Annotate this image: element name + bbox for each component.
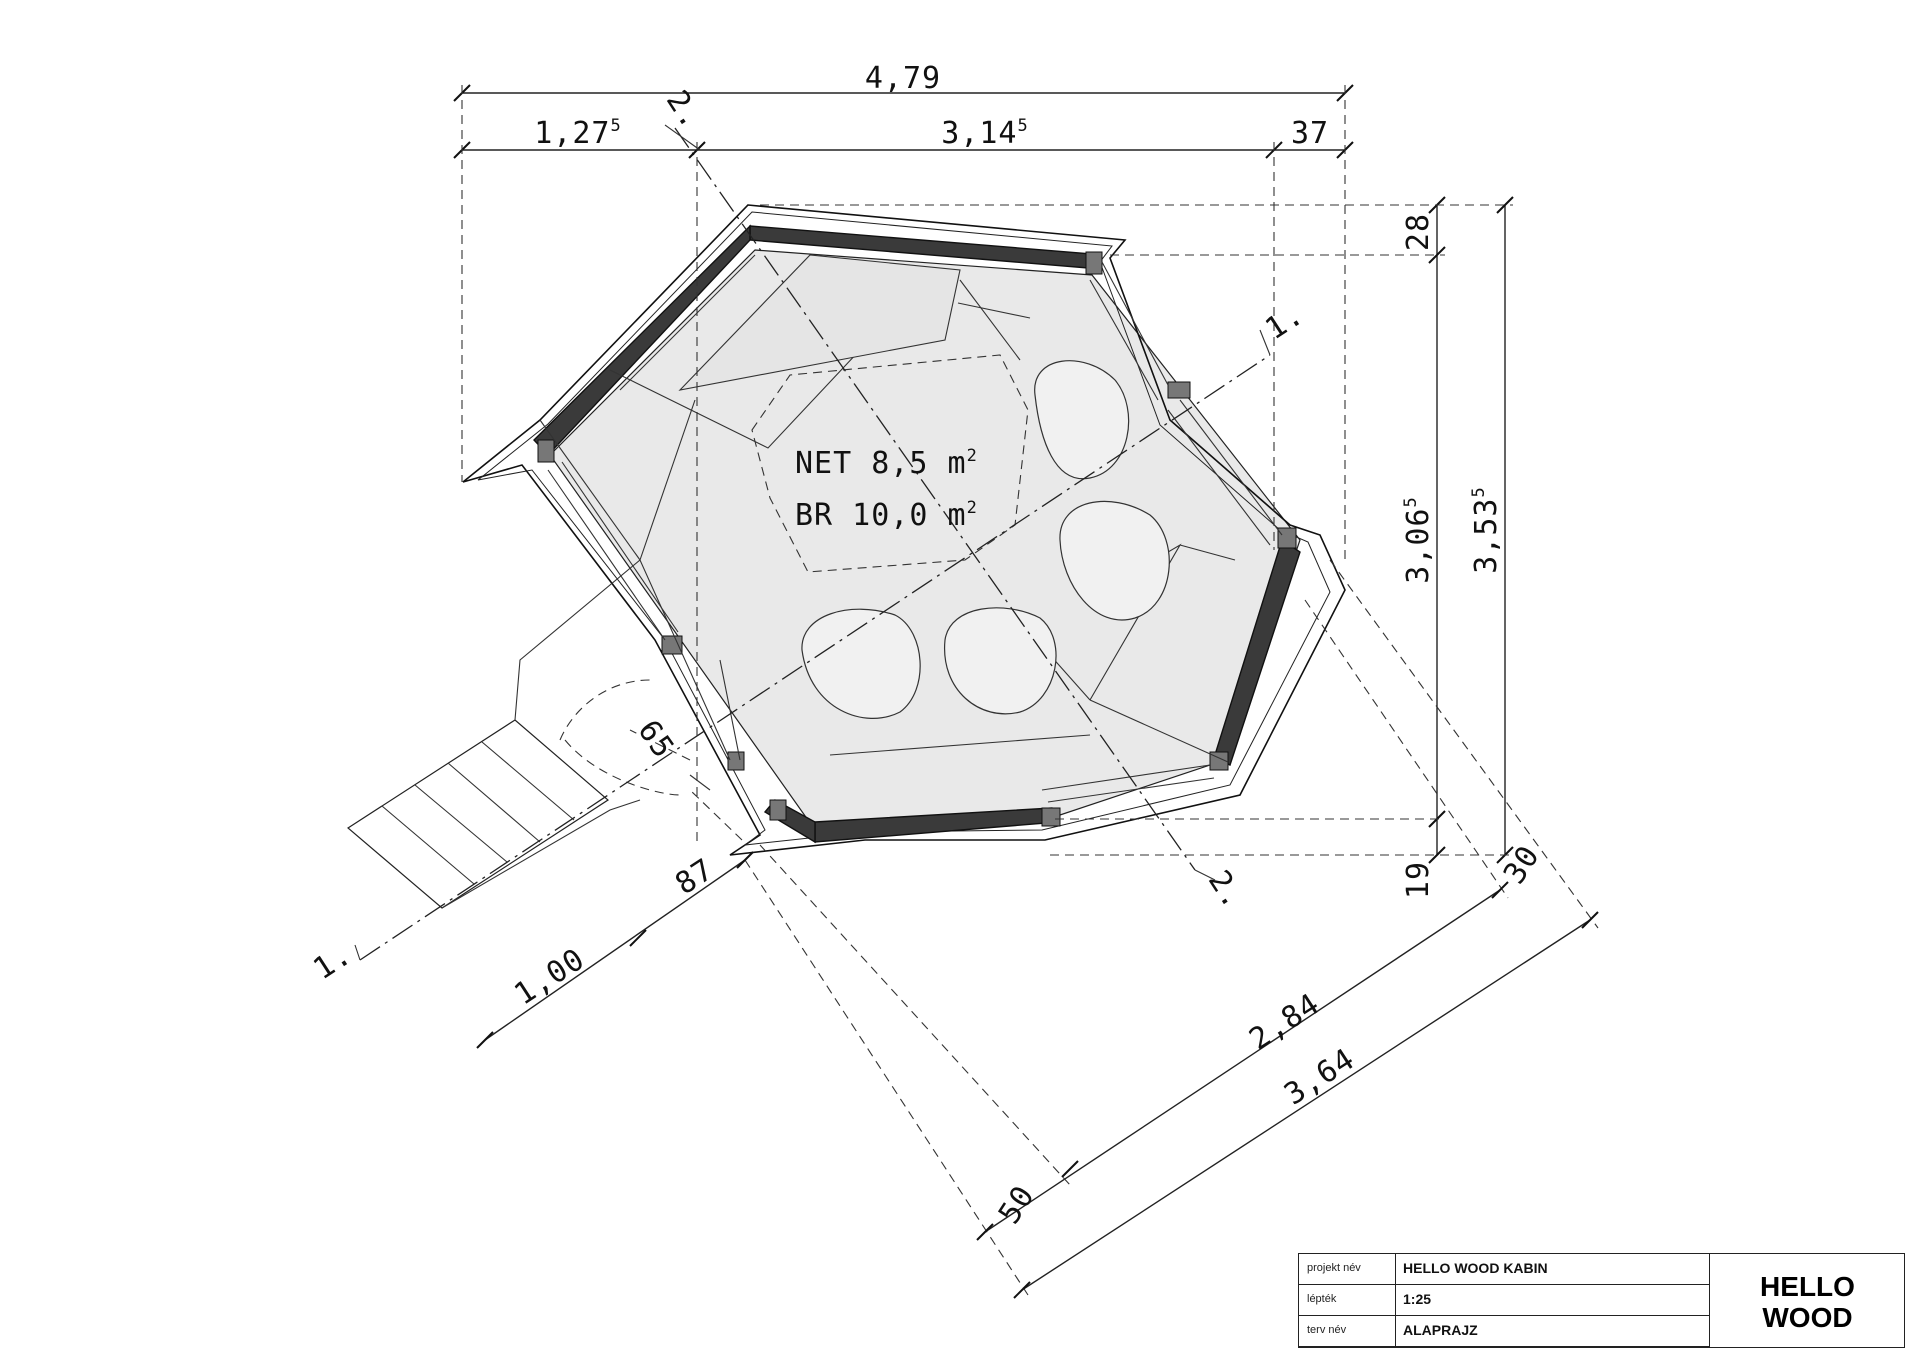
pouf [1034,360,1130,480]
net-area-label: NET 8,5 m2 [795,446,978,481]
top-dimensions: 4,79 1,275 3,145 37 [453,61,1354,845]
floor-facet [1089,699,1229,763]
pouf [944,607,1057,715]
floor-facet [829,734,1091,756]
dim-door-65: 65 [631,714,682,765]
gross-area-label: BR 10,0 m2 [795,498,978,533]
dim-diag-364: 3,64 [1278,1042,1361,1113]
floor-facet [619,254,756,391]
post [537,439,555,463]
window-frame [561,461,679,633]
pouf [801,608,921,719]
axis-1-bottom-label: 1. [307,937,358,987]
outer-envelope [462,204,1346,856]
right-dimensions: 28 3,065 19 3,535 [760,196,1514,899]
floor-facet [719,659,741,761]
plan-name-label: terv név [1307,1324,1347,1336]
dim-right-bottom: 19 [1401,861,1436,899]
axis-2-bottom-label: 2. [1201,864,1251,915]
window-frame [1179,399,1283,536]
title-block: projekt név HELLO WOOD KABIN lépték 1:25… [1298,1253,1905,1348]
project-name-label: projekt név [1307,1262,1361,1274]
window-frame [1047,777,1215,803]
post [1277,527,1297,549]
scale-value: 1:25 [1403,1291,1432,1307]
section-axis-2 [674,127,1196,871]
title-row-scale: lépték 1:25 [1299,1285,1709,1316]
plan-name-value: ALAPRAJZ [1403,1322,1478,1338]
pouf [1059,500,1170,621]
dim-top-left: 1,275 [534,116,622,151]
title-row-plan-name: terv név ALAPRAJZ [1299,1316,1709,1347]
window-frame [1041,764,1211,791]
dim-right-mid: 3,065 [1401,496,1436,584]
dim-top-total: 4,79 [865,61,941,96]
axis-2-top-label: 2. [659,84,709,135]
cabin-plan [346,204,1346,909]
area-labels: NET 8,5 m2 BR 10,0 m2 [795,446,978,533]
floor-facet [957,302,1031,319]
floor-facet [959,279,1021,361]
floor-facet [1179,544,1236,561]
dim-right-top: 28 [1401,213,1436,251]
title-row-project: projekt név HELLO WOOD KABIN [1299,1254,1709,1285]
dim-top-mid: 3,145 [941,116,1029,151]
post [1041,807,1061,827]
window-frame [1167,409,1271,546]
entry-stairs [346,419,731,909]
post [661,635,683,655]
floor-facet [639,399,696,561]
window-frame [547,469,666,641]
brand-logo: HELLO WOOD [1709,1254,1906,1349]
bench [678,254,961,391]
dim-diag-284: 2,84 [1243,987,1326,1058]
dim-left-87: 87 [669,852,720,902]
brand-line-2: WOOD [1762,1301,1853,1333]
window-frame [1101,261,1169,386]
dim-right-total: 3,535 [1469,486,1504,574]
project-name-value: HELLO WOOD KABIN [1403,1260,1548,1276]
brand-line-1: HELLO [1760,1270,1855,1302]
dim-top-right: 37 [1291,116,1329,151]
scale-label: lépték [1307,1293,1337,1305]
section-axes [359,127,1271,961]
window-frame [1089,279,1159,401]
pouf-seats [801,360,1170,719]
outer-envelope-inner [477,211,1331,846]
axis-1-top-label: 1. [1259,297,1310,347]
dim-left-100: 1,00 [508,942,591,1013]
section-axis-1 [359,354,1271,961]
post [769,799,787,821]
post [1167,381,1191,399]
post [727,751,745,771]
post [1085,251,1103,275]
